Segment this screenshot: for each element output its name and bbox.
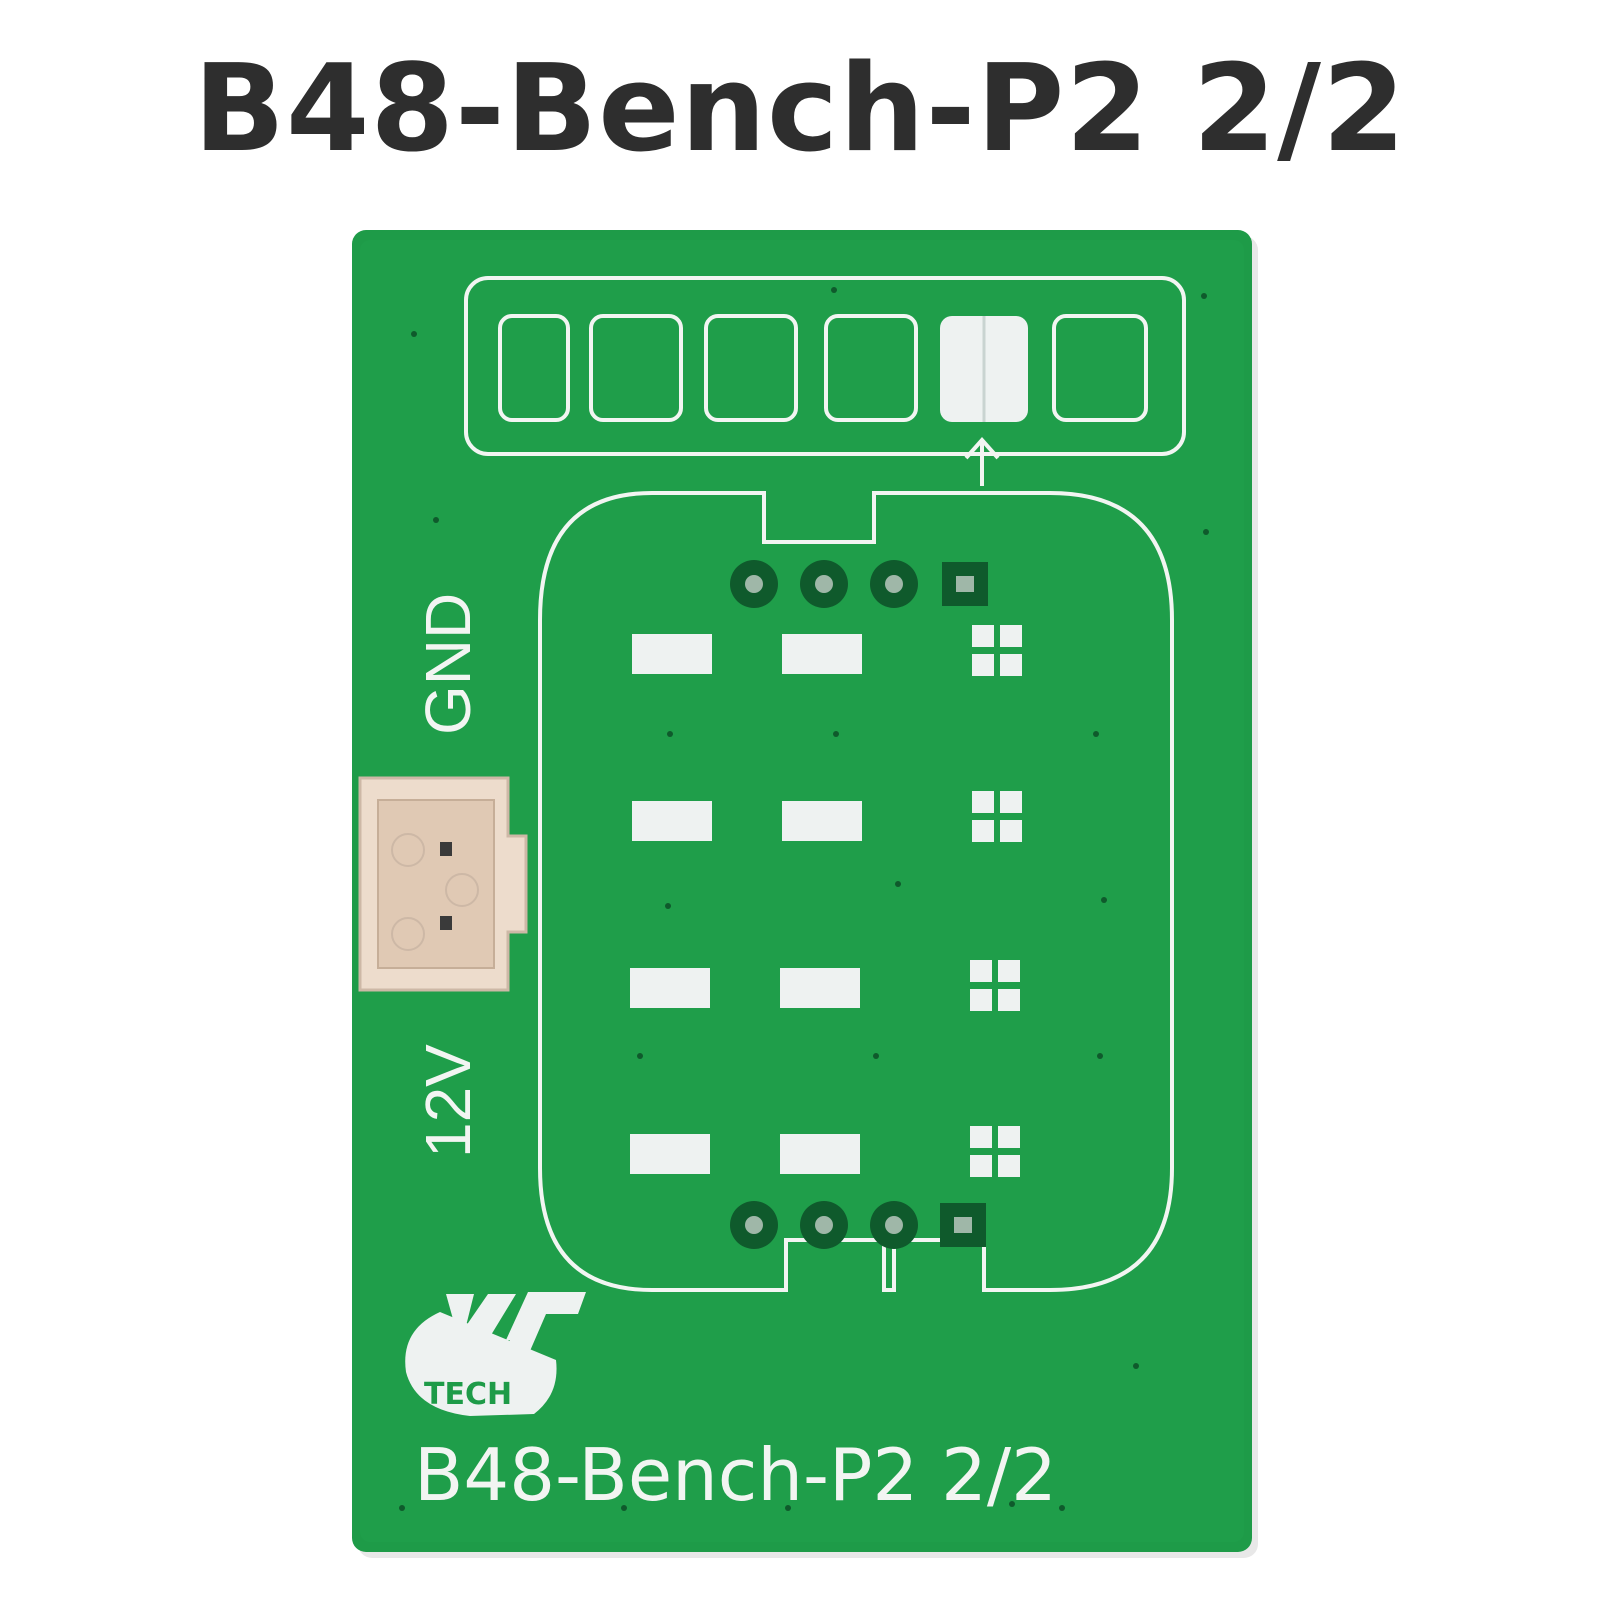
via-top-4-core	[956, 576, 974, 592]
smd-quad-4	[1000, 820, 1022, 842]
yh-tech-logo: TECH	[405, 1292, 586, 1416]
small-vias	[399, 287, 1209, 1511]
smd-pads-row-4	[630, 1126, 1020, 1177]
top-pad-4	[824, 314, 918, 422]
logo-yh-mark	[442, 1292, 586, 1374]
smd-pad-left	[630, 968, 710, 1008]
smd-quad-3	[970, 989, 992, 1011]
smd-pads-row-3	[630, 960, 1020, 1011]
smd-quad-2	[1000, 625, 1022, 647]
smd-quad-1	[970, 1126, 992, 1148]
logo-tech-text: TECH	[424, 1377, 512, 1412]
smd-quad-3	[972, 820, 994, 842]
smd-pads-row-2	[632, 791, 1022, 842]
connector-contact-1	[440, 842, 452, 856]
smd-quad-1	[972, 791, 994, 813]
smd-quad-2	[998, 960, 1020, 982]
smd-pad-left	[632, 801, 712, 841]
smd-quad-1	[970, 960, 992, 982]
connector-pin-3	[445, 873, 479, 907]
smd-quad-2	[1000, 791, 1022, 813]
jst-connector	[358, 776, 528, 992]
pcb-board-inner	[360, 240, 1244, 1542]
via-bottom-1-core	[745, 1216, 763, 1234]
connector-pin-2	[391, 917, 425, 951]
top-pad-1	[498, 314, 570, 422]
top-pad-3	[704, 314, 798, 422]
smd-pads-row-1	[632, 625, 1022, 676]
smd-quad-1	[972, 625, 994, 647]
smd-pad-left	[630, 1134, 710, 1174]
label-12v: 12V	[412, 1044, 484, 1158]
top-pad-6	[1052, 314, 1148, 422]
smd-quad-4	[998, 1155, 1020, 1177]
via-bottom-4-core	[954, 1217, 972, 1233]
top-pad-2	[589, 314, 683, 422]
smd-quad-3	[970, 1155, 992, 1177]
smd-pad-mid	[780, 1134, 860, 1174]
top-via-row	[730, 560, 988, 608]
bottom-via-row	[730, 1201, 986, 1249]
page-title: B48-Bench-P2 2/2	[193, 40, 1407, 179]
logo-swoosh	[405, 1312, 557, 1416]
connector-pin-1	[391, 833, 425, 867]
smd-quad-4	[998, 989, 1020, 1011]
label-gnd: GND	[412, 593, 484, 735]
arrow-head	[964, 436, 1000, 460]
connector-contact-2	[440, 916, 452, 930]
smd-pad-mid	[780, 968, 860, 1008]
connector-cavity	[377, 799, 495, 969]
smd-quad-2	[998, 1126, 1020, 1148]
via-bottom-3-core	[885, 1216, 903, 1234]
top-pad-frame	[464, 276, 1186, 456]
label-bottom-board-name: B48-Bench-P2 2/2	[414, 1433, 1057, 1517]
smd-pad-left	[632, 634, 712, 674]
smd-pad-mid	[782, 634, 862, 674]
via-top-1-core	[745, 575, 763, 593]
via-top-2-core	[815, 575, 833, 593]
via-top-3-core	[885, 575, 903, 593]
smd-quad-4	[1000, 654, 1022, 676]
via-bottom-2-core	[815, 1216, 833, 1234]
smd-pad-mid	[782, 801, 862, 841]
smd-quad-3	[972, 654, 994, 676]
